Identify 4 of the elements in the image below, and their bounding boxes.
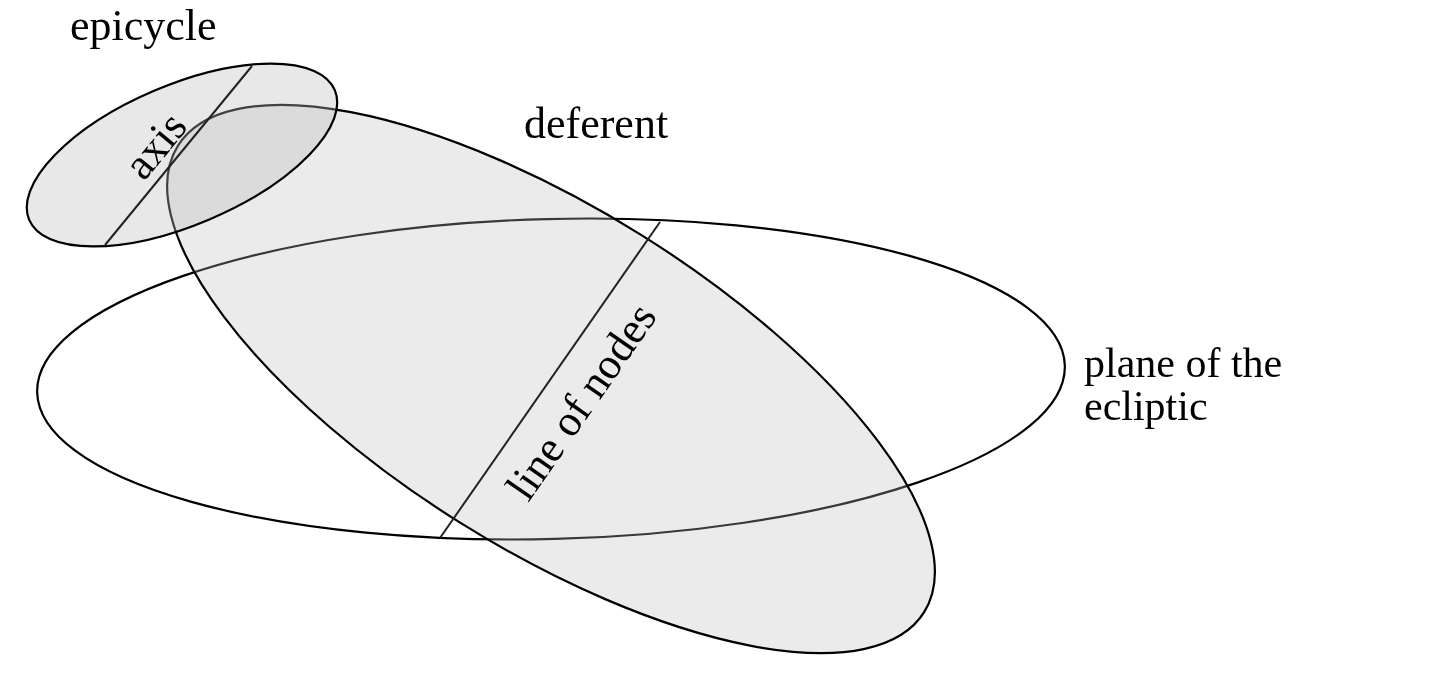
shape-label: deferent xyxy=(524,102,669,147)
shape-label: plane of the ecliptic xyxy=(1084,342,1284,428)
line-label: axis xyxy=(116,104,196,188)
shape-label: epicycle xyxy=(70,4,217,49)
